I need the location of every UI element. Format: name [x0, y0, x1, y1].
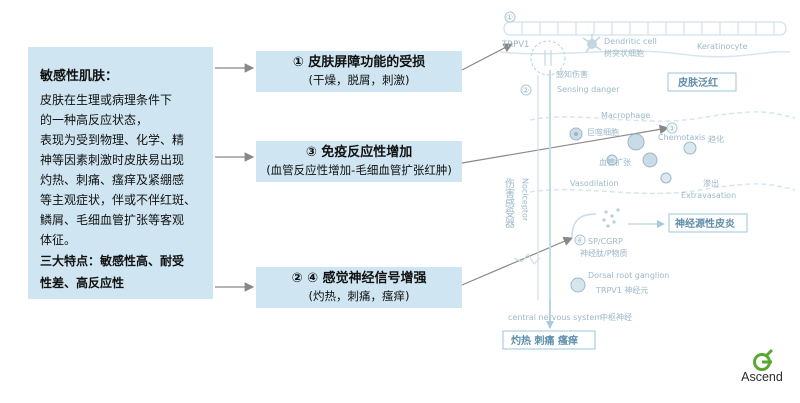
- definition-line: 表现为受到物理、化学、精: [40, 133, 185, 147]
- ganglion-icon: [570, 277, 586, 293]
- cns-cn-label: 中枢神经: [600, 312, 632, 322]
- skin-redness-text: 皮肤泛红: [677, 76, 718, 89]
- extravasation-label: Extravasation: [681, 191, 736, 200]
- sensing-damage-cn-label: 感知伤害: [556, 69, 588, 79]
- box-subtitle: (血管反应性增加-毛细血管扩张红肿): [266, 163, 452, 177]
- definition-line: 体征。: [40, 233, 77, 247]
- definition-line: 鳞屑、毛细血管扩张等客观: [40, 213, 185, 227]
- nerve-signal-box: ② ④ 感觉神经信号增强 (灼热，刺痛，瘙痒): [256, 267, 462, 308]
- barrier-damage-box: ① 皮肤屏障功能的受损 (干燥，脱屑，刺激): [256, 51, 462, 92]
- macrophage-cn-label: 巨噬细胞: [587, 127, 619, 137]
- vessel-dilation-cn-label: 血管扩张: [599, 157, 631, 167]
- vasodilation-label: Vasodilation: [570, 179, 619, 188]
- connector-arrow: [461, 43, 514, 71]
- nociceptor-label: Nociceptor: [521, 178, 530, 222]
- cns-label: central nervous system: [508, 313, 602, 322]
- sensing-danger-label: Sensing danger: [557, 85, 620, 94]
- box-title: ③ 免疫反应性增加: [305, 145, 413, 160]
- features-line: 性差、高反应性: [40, 276, 125, 290]
- step-marker: [574, 234, 586, 246]
- step-label: ④: [576, 236, 583, 245]
- box-title: ② ④ 感觉神经信号增强: [291, 271, 427, 286]
- macrophage-icon: [569, 127, 583, 141]
- nerve-ending: [571, 213, 597, 239]
- step-label: ②: [522, 86, 529, 95]
- immune-cell-icon: [606, 133, 697, 184]
- immune-response-box: ③ 免疫反应性增加 (血管反应性增加-毛细血管扩张红肿): [256, 141, 462, 182]
- dendritic-cell-icon: [582, 34, 602, 53]
- definition-box: 敏感性肌肤： 皮肤在生理或病理条件下 的一种高反应状态， 表现为受到物理、化学、…: [28, 47, 213, 299]
- keratinocyte-layer: [503, 21, 787, 36]
- neuropeptide-dots: [602, 208, 620, 228]
- definition-line: 皮肤在生理或病理条件下: [40, 93, 173, 107]
- box-title: ① 皮肤屏障功能的受损: [292, 55, 426, 70]
- step-label: ③: [668, 124, 675, 133]
- sp-cgrp-label: SP/CGRP: [588, 237, 623, 246]
- nerve-signal-wave: [513, 253, 541, 265]
- box-subtitle: (灼热，刺痛，瘙痒): [308, 289, 410, 303]
- step-marker: [504, 11, 516, 23]
- trpv1-neuron-label: TRPV1 神经元: [595, 285, 648, 295]
- features-line: 三大特点：敏感性高、耐受: [40, 254, 185, 268]
- ascend-logo-icon: [753, 348, 774, 371]
- neurogenic-dermatitis-tag: [668, 213, 748, 233]
- step-marker: [520, 84, 532, 96]
- definition-line: 等主观症状，伴或不伴红斑、: [40, 193, 197, 207]
- definition-line: 的一种高反应状态，: [40, 113, 149, 127]
- neuropeptide-cn-label: 神经肽/P物质: [580, 248, 628, 258]
- step-label: ①: [506, 13, 513, 22]
- definition-title: 敏感性肌肤：: [40, 69, 119, 84]
- vessel-wall: [529, 183, 796, 195]
- vessel-wall: [529, 111, 796, 122]
- basement-membrane: [499, 50, 791, 58]
- brand-logo: Ascend: [732, 348, 792, 384]
- keratinocyte-label: Keratinocyte: [697, 42, 748, 51]
- trpv1-label: TRPV1: [501, 40, 529, 50]
- dendritic-cell-cn-label: 树突状细胞: [604, 48, 644, 58]
- nociceptor-cn-label: 伤害感受器: [503, 177, 515, 229]
- dendritic-cell-label: Dendritic cell: [604, 37, 657, 46]
- definition-line: 灼热、刺痛、瘙痒及紧绷感: [40, 173, 185, 187]
- chemotaxis-label: Chemotaxis: [658, 133, 705, 142]
- skin-redness-tag: [667, 72, 737, 92]
- box-subtitle: (干燥，脱屑，刺激): [308, 73, 410, 87]
- symptoms-tag: [502, 330, 596, 350]
- brand-name: Ascend: [741, 370, 783, 384]
- exudation-cn-label: 渗出: [703, 178, 719, 188]
- connector-arrow: [461, 236, 574, 286]
- drg-label: Dorsal root ganglion: [588, 271, 669, 280]
- macrophage-label: Macrophage: [601, 111, 650, 120]
- symptoms-text: 灼热 刺痛 瘙痒: [511, 334, 578, 347]
- receptor-circle: [530, 40, 566, 76]
- step-marker: [666, 122, 678, 134]
- chemotaxis-cn-label: 趋化: [708, 134, 724, 144]
- definition-line: 神等因素刺激时皮肤易出现: [40, 153, 185, 167]
- neurogenic-dermatitis-text: 神经源性皮炎: [675, 217, 735, 230]
